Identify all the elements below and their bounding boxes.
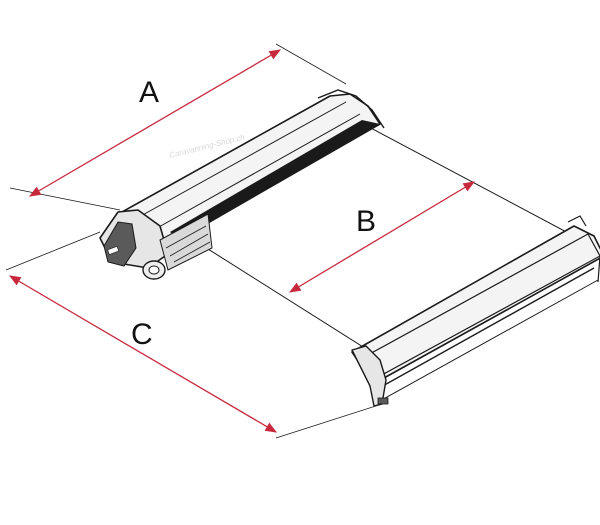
awning-bracket bbox=[159, 213, 213, 271]
dimension-c-line bbox=[8, 275, 278, 433]
crank-eye bbox=[142, 260, 166, 280]
dim-c-extension-right bbox=[275, 403, 383, 439]
awning-front-bar bbox=[351, 215, 600, 403]
awning-motor-end-cap bbox=[99, 209, 169, 269]
dim-a-extension-right bbox=[275, 43, 347, 85]
dim-a-extension-left bbox=[9, 187, 121, 211]
dimension-c-label: C bbox=[131, 318, 153, 351]
dimension-b-line bbox=[288, 181, 476, 293]
dimension-b-label: B bbox=[356, 205, 376, 238]
dimension-a-label: A bbox=[139, 76, 159, 109]
dim-c-extension-left bbox=[5, 231, 101, 271]
dimension-a-line bbox=[28, 49, 282, 197]
